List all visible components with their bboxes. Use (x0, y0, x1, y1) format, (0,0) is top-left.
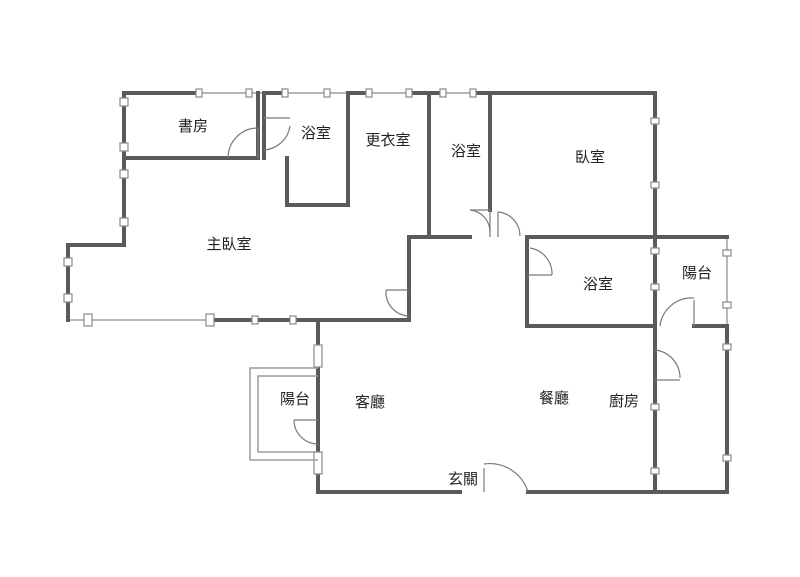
room-labels: 書房 浴室 更衣室 浴室 臥室 主臥室 浴室 陽台 陽台 客廳 餐廳 廚房 玄關 (178, 117, 712, 488)
label-study: 書房 (178, 117, 208, 135)
label-balcony-right: 陽台 (682, 264, 712, 282)
doors (227, 117, 695, 493)
label-kitchen: 廚房 (609, 392, 639, 410)
label-living-room: 客廳 (355, 393, 385, 411)
label-bath-3: 浴室 (583, 275, 613, 293)
walls (66, 91, 729, 494)
label-dressing-room: 更衣室 (365, 131, 410, 149)
label-master-bedroom: 主臥室 (206, 235, 251, 253)
label-bath-1: 浴室 (301, 124, 331, 142)
label-bedroom: 臥室 (575, 148, 605, 166)
label-balcony-left: 陽台 (280, 390, 310, 408)
window-lines (67, 92, 728, 492)
windows (63, 88, 732, 475)
label-dining-room: 餐廳 (539, 389, 569, 407)
label-entrance: 玄關 (448, 470, 478, 488)
label-bath-2: 浴室 (451, 142, 481, 160)
balcony-left-outline (249, 367, 318, 461)
